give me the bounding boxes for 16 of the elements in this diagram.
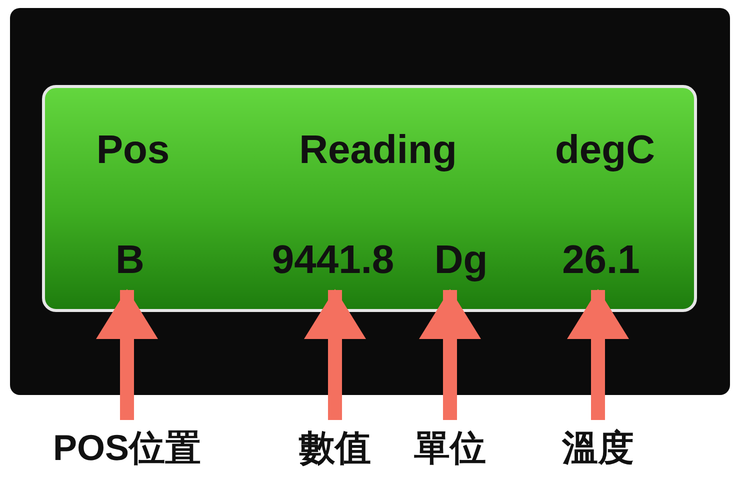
callout-label: 單位 [400, 420, 500, 475]
arrow [567, 289, 629, 420]
reading-value: 9441.8 [253, 230, 413, 290]
reading-value: Dg [426, 230, 496, 290]
header-text: Pos [95, 127, 171, 174]
arrow [419, 289, 481, 420]
reading-value: B [105, 230, 155, 290]
lcd-screen [42, 85, 697, 312]
callout-label: 數值 [285, 420, 385, 475]
callout-label: POS位置 [37, 420, 217, 475]
reading-value: 26.1 [551, 230, 651, 290]
arrow [304, 289, 366, 420]
header-text: Reading [298, 127, 458, 174]
callout-label: 溫度 [548, 420, 648, 475]
arrow [96, 289, 158, 420]
header-text: degC [554, 127, 656, 174]
